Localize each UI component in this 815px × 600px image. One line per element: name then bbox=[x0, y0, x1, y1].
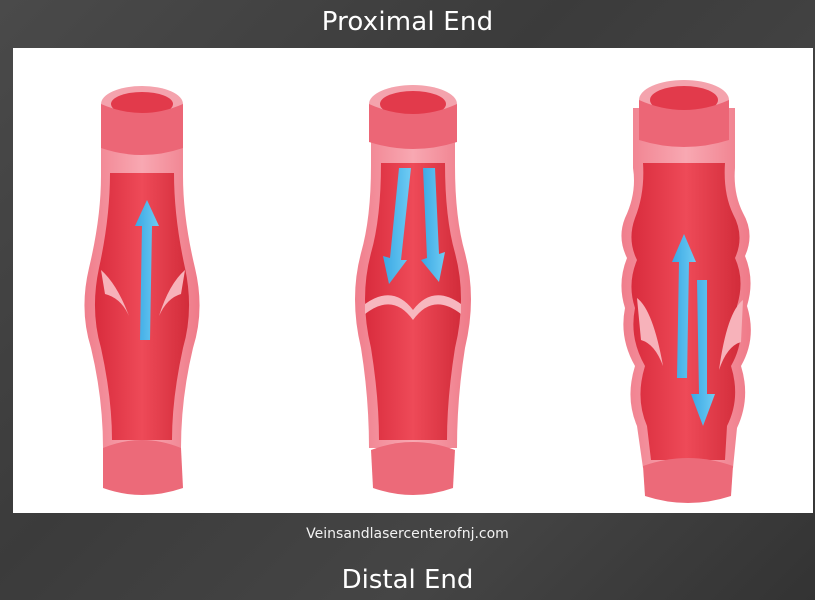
vein-normal bbox=[84, 86, 199, 495]
proximal-end-label: Proximal End bbox=[0, 0, 815, 48]
distal-end-label: Distal End bbox=[0, 560, 815, 600]
vein-varicose bbox=[621, 80, 750, 503]
vein-normal-bottom-cuff bbox=[103, 440, 183, 495]
vein-varicose-bottom-cuff bbox=[643, 458, 733, 503]
vein-closed-bottom-cuff bbox=[371, 442, 455, 495]
source-credit: Veinsandlasercenterofnj.com bbox=[0, 526, 815, 542]
vein-valve-closed bbox=[355, 85, 471, 495]
vein-diagram-panel bbox=[13, 48, 813, 513]
vein-diagram bbox=[13, 48, 813, 513]
